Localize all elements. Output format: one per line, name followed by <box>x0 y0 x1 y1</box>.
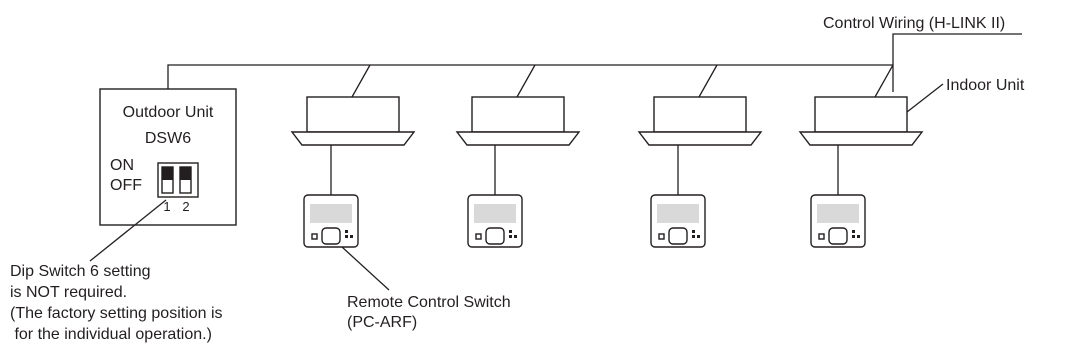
outdoor-unit-label: Outdoor Unit <box>123 104 214 121</box>
indoor-unit <box>798 96 924 146</box>
remote-control-switch <box>467 194 523 248</box>
remote-control-switch <box>303 194 359 248</box>
indoor-unit-feed <box>351 64 894 98</box>
dsw6-label: DSW6 <box>145 130 191 147</box>
indoor-unit <box>455 96 581 146</box>
control-wiring-bus <box>167 64 894 92</box>
remote-label-line1: Remote Control Switch <box>347 294 511 311</box>
outdoor-unit: Outdoor Unit DSW6 ON OFF 1 2 <box>99 88 237 226</box>
dip-on-label: ON <box>110 157 134 174</box>
remote-label-line2: (PC-ARF) <box>347 314 417 331</box>
remote-control-switch <box>650 194 706 248</box>
dip-note-leader <box>89 199 167 262</box>
dip-switch-2-label: 2 <box>182 199 189 214</box>
remote-drop-lines <box>330 145 839 195</box>
dip-note-line3: (The factory setting position is <box>10 305 223 322</box>
indoor-unit-label: Indoor Unit <box>946 77 1025 94</box>
dip-note-line2: is NOT required. <box>10 284 127 301</box>
dip-switch-1-label: 1 <box>163 199 170 214</box>
dip-note-line4: for the individual operation.) <box>10 326 212 343</box>
dip-off-label: OFF <box>110 177 142 194</box>
dip-note-line1: Dip Switch 6 setting <box>10 263 151 280</box>
remote-control-switch <box>810 194 866 248</box>
dip-switch <box>157 162 199 198</box>
wiring-leader-line <box>892 33 1022 65</box>
remote-leader <box>341 246 390 291</box>
indoor-unit <box>290 96 416 146</box>
indoor-unit <box>637 96 763 146</box>
control-wiring-label: Control Wiring (H-LINK II) <box>823 15 1005 32</box>
indoor-unit-leader <box>906 83 944 113</box>
